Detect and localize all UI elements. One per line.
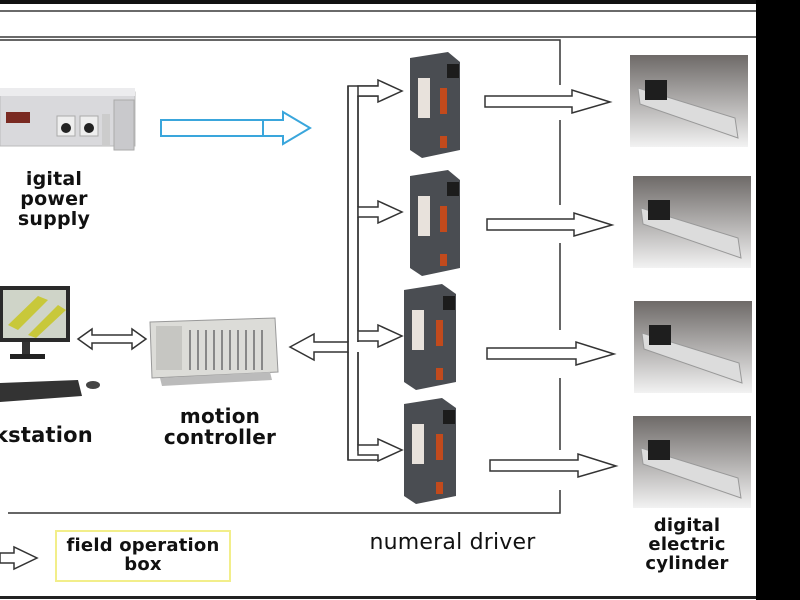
workstation-label: kstation	[0, 423, 93, 447]
power-supply-device	[0, 88, 136, 151]
electric-cylinder-4	[633, 416, 751, 508]
driver-cylinder-arrows	[484, 88, 619, 478]
diagram-graphics	[0, 39, 752, 571]
bottom-border	[0, 596, 756, 599]
electric-cylinder-2	[633, 176, 751, 268]
numeral-driver-4	[404, 398, 456, 504]
field-operation-box-label: field operation box	[66, 535, 220, 575]
numeral-driver-1	[410, 52, 460, 158]
electric-cylinder-label: digital electric cylinder	[612, 515, 762, 574]
electric-cylinder-label-line2: cylinder	[645, 552, 729, 574]
numeral-driver-2	[410, 170, 460, 276]
top-divider	[0, 10, 756, 12]
workstation-controller-arrow	[76, 327, 148, 351]
driver-frame	[0, 39, 561, 514]
motion-controller-device	[149, 317, 279, 386]
motion-controller-label-line1: motion	[179, 404, 261, 428]
header-divider	[0, 36, 756, 38]
controller-driver-bus	[288, 85, 380, 461]
motion-controller-label-line2: controller	[163, 425, 277, 449]
motion-controller-label: motion controller	[150, 406, 290, 448]
top-border	[0, 0, 756, 4]
power-supply-label-line1: igital power	[20, 168, 88, 210]
field-box-label-line1: field operation	[66, 535, 220, 557]
electric-cylinder-3	[634, 301, 752, 393]
numeral-driver-label: numeral driver	[369, 530, 536, 555]
diagram-canvas: igital power supply kstation motion cont…	[0, 0, 756, 600]
bus-lines	[347, 86, 359, 460]
power-supply-label-line2: supply	[17, 207, 91, 230]
driver-input-arrows	[357, 78, 404, 463]
numeral-driver-3	[404, 284, 456, 390]
electric-cylinder-1	[630, 55, 748, 147]
electric-cylinder-label-line1: digital electric	[648, 515, 726, 555]
field-box-label-line2: box	[124, 554, 162, 575]
field-box-arrow	[0, 545, 39, 571]
power-arrow	[160, 110, 312, 146]
field-operation-box: field operation box	[55, 530, 231, 582]
right-frame	[756, 0, 800, 600]
power-supply-label: igital power supply	[0, 168, 114, 230]
workstation-device	[0, 286, 100, 402]
